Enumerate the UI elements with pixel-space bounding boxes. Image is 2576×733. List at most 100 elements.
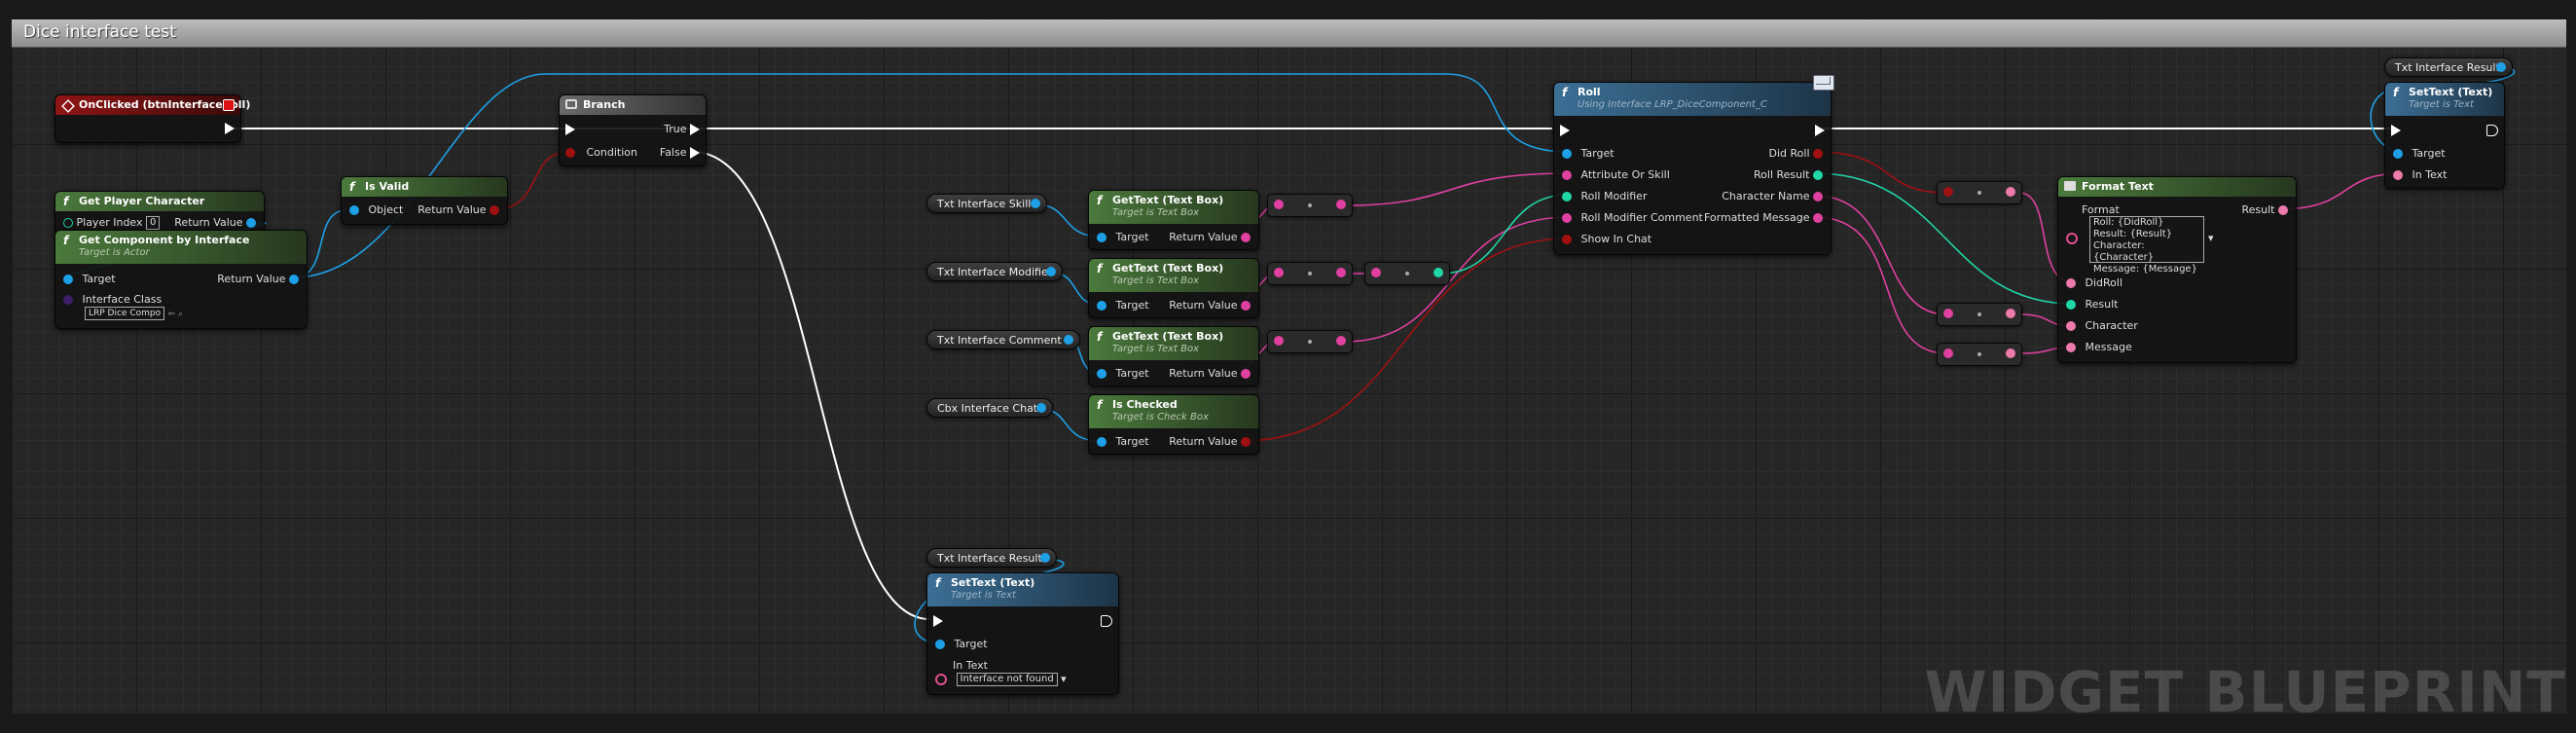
var-result-bottom-pin[interactable]	[1040, 553, 1050, 563]
roll-exec-in-pin[interactable]	[1560, 125, 1570, 136]
is-valid-return-pin[interactable]	[490, 205, 499, 215]
settext-top-exec-out-pin[interactable]	[2486, 125, 2498, 136]
reroute-out-pin[interactable]	[2006, 348, 2015, 358]
var-modifier-pin[interactable]	[1046, 267, 1056, 276]
browse-icon[interactable]: ⇐ ⌕	[167, 310, 184, 319]
interface-class-field[interactable]: LRP Dice Compo	[85, 307, 165, 320]
delegate-icon[interactable]	[223, 99, 235, 111]
var-txt-interface-result-bottom[interactable]: Txt Interface Result	[926, 548, 1057, 568]
reroute-node-comment[interactable]	[1267, 330, 1353, 353]
roll-attr-pin[interactable]	[1562, 170, 1572, 180]
roll-chat-pin[interactable]	[1562, 235, 1572, 244]
reroute-node-modifier[interactable]	[1267, 262, 1353, 285]
settext-top-exec-in-pin[interactable]	[2391, 125, 2401, 136]
reroute-in-pin[interactable]	[1943, 348, 1953, 358]
var-txt-interface-skill[interactable]: Txt Interface Skill	[926, 194, 1047, 213]
reroute-in-pin[interactable]	[1274, 336, 1284, 346]
conversion-node-modifier[interactable]	[1364, 262, 1450, 285]
roll-result-pin[interactable]	[1813, 170, 1823, 180]
var-chat-pin[interactable]	[1036, 403, 1046, 413]
interface-class-pin[interactable]	[63, 295, 73, 305]
gettext3-return-pin[interactable]	[1241, 369, 1251, 379]
roll-exec-out-pin[interactable]	[1815, 125, 1825, 136]
gettext1-return-pin[interactable]	[1241, 233, 1251, 242]
player-index-pin[interactable]	[63, 218, 73, 228]
gettext1-target-pin[interactable]	[1097, 233, 1107, 242]
get-component-target-pin[interactable]	[63, 275, 73, 284]
conversion-out-pin[interactable]	[1433, 268, 1443, 277]
reroute-out-pin[interactable]	[2006, 309, 2015, 318]
reroute-out-pin[interactable]	[1336, 200, 1346, 209]
conversion-in-pin[interactable]	[1943, 187, 1953, 197]
settext-bottom-intext-pin[interactable]	[935, 674, 947, 685]
var-txt-interface-result-top[interactable]: Txt Interface Result	[2384, 57, 2513, 77]
ischecked-return-pin[interactable]	[1241, 437, 1251, 447]
is-valid-object-pin[interactable]	[349, 205, 359, 215]
format-result-in-pin[interactable]	[2066, 300, 2076, 310]
branch-false-pin[interactable]	[690, 147, 700, 159]
conversion-in-pin[interactable]	[1371, 268, 1381, 277]
reroute-node-skill[interactable]	[1267, 194, 1353, 217]
ischecked-target-pin[interactable]	[1097, 437, 1107, 447]
conversion-out-pin[interactable]	[2006, 187, 2015, 197]
get-component-return-pin[interactable]	[289, 275, 299, 284]
get-player-return-pin[interactable]	[246, 218, 256, 228]
reroute-node-charname[interactable]	[1937, 303, 2022, 326]
conversion-node-didroll[interactable]	[1937, 181, 2022, 204]
settext-bottom-exec-in-pin[interactable]	[933, 615, 943, 627]
format-didroll-pin[interactable]	[2066, 278, 2076, 288]
roll-did-roll-pin[interactable]	[1813, 149, 1823, 159]
format-text-field[interactable]: Roll: {DidRoll} Result: {Result} Charact…	[2089, 216, 2204, 275]
branch-true-pin[interactable]	[690, 124, 700, 135]
gettext3-target-pin[interactable]	[1097, 369, 1107, 379]
roll-modifier-pin[interactable]	[1562, 192, 1572, 202]
settext-bottom-intext-field[interactable]: Interface not found	[956, 673, 1058, 686]
roll-comment-pin[interactable]	[1562, 213, 1572, 223]
reroute-in-pin[interactable]	[1943, 309, 1953, 318]
var-txt-interface-comment[interactable]: Txt Interface Comment	[926, 330, 1080, 349]
var-txt-interface-modifier[interactable]: Txt Interface Modifier	[926, 262, 1063, 281]
reroute-in-pin[interactable]	[1274, 200, 1284, 209]
player-index-field[interactable]: 0	[146, 216, 161, 230]
settext-top-target-pin[interactable]	[2393, 149, 2403, 159]
var-comment-pin[interactable]	[1064, 335, 1073, 345]
graph-canvas[interactable]	[12, 19, 2566, 714]
format-text-node[interactable]: Format Text Format Result Roll: {DidRoll…	[2057, 176, 2297, 363]
branch-node[interactable]: Branch True Condition False	[559, 94, 707, 166]
branch-condition-pin[interactable]	[565, 148, 575, 158]
format-in-pin[interactable]	[2066, 233, 2078, 244]
roll-char-pin[interactable]	[1813, 192, 1823, 202]
format-character-pin[interactable]	[2066, 321, 2076, 331]
roll-msg-pin[interactable]	[1813, 213, 1823, 223]
var-result-top-pin[interactable]	[2496, 62, 2506, 72]
exec-out-pin[interactable]	[225, 123, 235, 134]
intext-dropdown-icon[interactable]: ▾	[1061, 673, 1067, 685]
reroute-in-pin[interactable]	[1274, 268, 1284, 277]
gettext2-target-pin[interactable]	[1097, 301, 1107, 311]
settext-bottom-target-pin[interactable]	[935, 640, 945, 649]
reroute-out-pin[interactable]	[1336, 268, 1346, 277]
var-skill-pin[interactable]	[1031, 199, 1040, 208]
format-dropdown-icon[interactable]: ▾	[2208, 232, 2214, 244]
settext-bottom-exec-out-pin[interactable]	[1101, 615, 1112, 627]
reroute-out-pin[interactable]	[1336, 336, 1346, 346]
onclicked-event-node[interactable]: OnClicked (btnInterfaceRoll)	[54, 94, 250, 143]
reroute-node-message[interactable]	[1937, 343, 2022, 366]
format-message-pin[interactable]	[2066, 343, 2076, 352]
branch-exec-in-pin[interactable]	[565, 124, 575, 135]
var-cbx-interface-chat[interactable]: Cbx Interface Chat	[926, 398, 1053, 418]
roll-target-pin[interactable]	[1562, 149, 1572, 159]
settext-top-intext-pin[interactable]	[2393, 170, 2403, 180]
format-result-pin[interactable]	[2278, 205, 2288, 215]
gettext2-return-pin[interactable]	[1241, 301, 1251, 311]
